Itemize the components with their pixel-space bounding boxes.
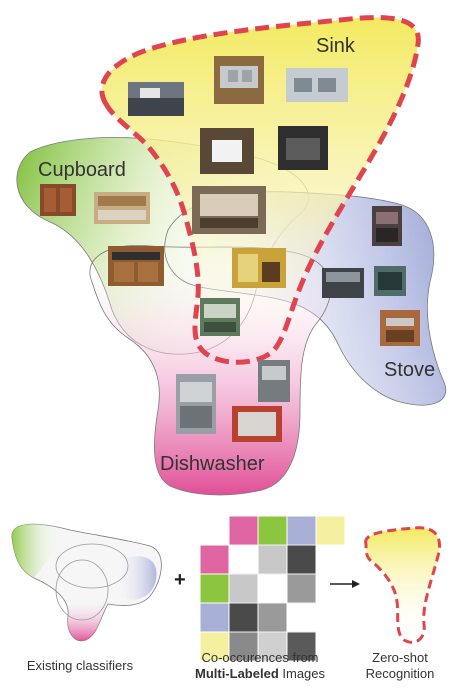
matrix-cell-2-2 — [286, 602, 317, 633]
photo-kitchen-green — [200, 298, 240, 336]
photo-dishwasher-2 — [258, 360, 290, 402]
matrix-col-header-2 — [286, 515, 317, 546]
matrix-cell-3-0 — [228, 631, 259, 662]
photo-stove-1 — [372, 206, 402, 246]
photo-kitchen-center — [192, 186, 266, 234]
dishwasher-label: Dishwasher — [160, 453, 265, 475]
photo-cupboard-2 — [94, 192, 150, 224]
sink-label: Sink — [316, 35, 356, 57]
matrix-cell-0-1 — [257, 544, 288, 575]
matrix-col-header-0 — [228, 515, 259, 546]
matrix-row-header-0 — [199, 544, 230, 575]
caption-existing-classifiers: Existing classifiers — [26, 658, 134, 673]
matrix-cell-0-2 — [286, 544, 317, 575]
caption-multi-labeled: Multi-Labeled — [194, 666, 279, 681]
photo-dishwasher-1 — [176, 374, 216, 434]
matrix-cell-2-1 — [257, 602, 288, 633]
photo-sink-5 — [278, 126, 328, 170]
photo-sink-2 — [214, 56, 264, 104]
existing-classifiers-figure — [11, 523, 162, 642]
photo-stove-4 — [380, 310, 420, 346]
caption-cooccurrences: Co-occurences from Multi-Labeled Images — [160, 650, 360, 682]
photo-stove-2 — [322, 268, 364, 298]
matrix-cell-1-0 — [228, 573, 259, 604]
photo-cupboard-3 — [108, 246, 164, 286]
photo-sink-1 — [128, 82, 184, 116]
matrix-col-header-1 — [257, 515, 288, 546]
zero-shot-figure — [364, 526, 441, 644]
matrix-row-header-1 — [199, 573, 230, 604]
caption-zero-shot-line2: Recognition — [365, 666, 435, 681]
photo-cupboard-1 — [40, 184, 76, 216]
cooccurrence-matrix — [199, 515, 346, 662]
plus-sign: + — [174, 569, 186, 591]
stove-label: Stove — [384, 359, 435, 381]
photo-dishwasher-3 — [232, 406, 282, 442]
photo-stove-3 — [374, 266, 406, 296]
photo-kitchen-yellow — [232, 248, 286, 288]
photo-sink-3 — [286, 68, 348, 102]
caption-images: Images — [278, 666, 326, 681]
photo-sink-4 — [200, 128, 254, 174]
matrix-cell-3-2 — [286, 631, 317, 662]
arrow-icon — [330, 580, 360, 588]
matrix-col-header-3 — [315, 515, 346, 546]
sink-dashed-outline — [99, 15, 421, 365]
matrix-cell-1-2 — [286, 573, 317, 604]
caption-zero-shot-line1: Zero-shot — [372, 650, 428, 665]
matrix-row-header-2 — [199, 602, 230, 633]
caption-cooccurrences-line2: Multi-Labeled Images — [160, 666, 360, 682]
caption-zero-shot: Zero-shot Recognition — [350, 650, 450, 682]
matrix-cell-1-1 — [257, 573, 288, 604]
cupboard-label: Cupboard — [38, 159, 126, 181]
caption-cooccurrences-line1: Co-occurences from — [201, 650, 319, 665]
matrix-cell-2-0 — [228, 602, 259, 633]
matrix-cell-0-0 — [228, 544, 259, 575]
